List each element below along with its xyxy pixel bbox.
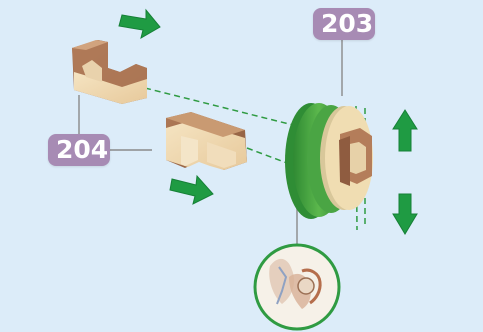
callout-204: 204 [48,134,110,166]
magnified-detail-icon [253,243,341,331]
part-203-wheel [285,103,373,219]
part-204-upper-block [72,40,147,104]
part-204-lower-block [166,112,247,170]
arrow-down-icon [392,193,418,235]
arrow-up-icon [392,109,418,152]
callout-203: 203 [313,8,375,40]
arrow-right-icon [118,8,161,40]
arrow-right-icon [169,174,214,205]
